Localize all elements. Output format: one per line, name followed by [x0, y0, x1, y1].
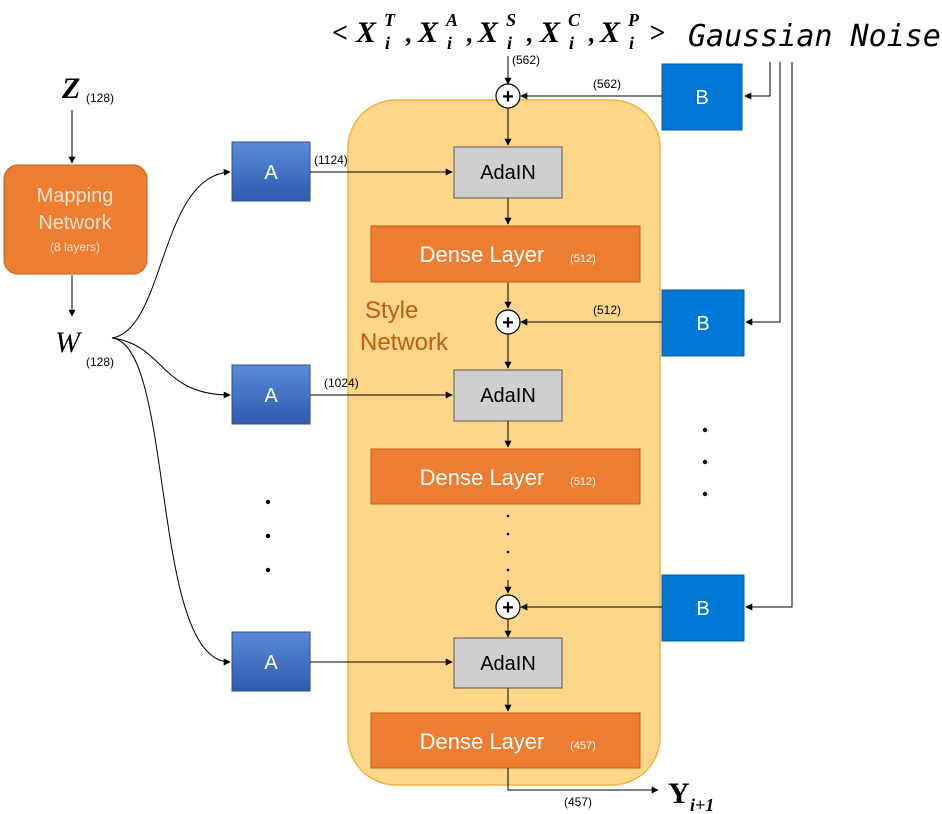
b1-dim: (562): [593, 77, 621, 91]
adain-block-3-label: AdaIN: [480, 653, 536, 675]
adain-block-1: AdaIN: [453, 146, 563, 199]
formula-term-2-sub: i: [447, 33, 452, 53]
z-symbol: Z: [61, 72, 80, 105]
w-to-a2-curve: [111, 337, 231, 399]
formula-sep-1: ,: [405, 19, 413, 48]
b2-dim: (512): [593, 303, 621, 317]
a-block-1: A: [231, 141, 311, 202]
b-block-3: B: [661, 574, 745, 642]
mapping-label-line2: Network: [38, 212, 112, 234]
adain-block-2-label: AdaIN: [480, 385, 536, 407]
b-block-2: B: [661, 289, 745, 357]
dense-layer-3: Dense Layer (457): [370, 712, 641, 769]
b-block-2-label: B: [696, 313, 709, 335]
a-block-3: A: [231, 631, 311, 692]
formula-term-5-sub: i: [629, 33, 634, 53]
z-dim: (128): [86, 91, 114, 105]
adain-block-2: AdaIN: [453, 369, 563, 422]
plus-node-3-symbol: +: [502, 597, 514, 619]
mapping-label-line3: (8 layers): [50, 240, 100, 254]
formula-term-1-base: X: [355, 16, 377, 49]
formula-sep-3: ,: [526, 19, 534, 48]
style-network-label-line2: Network: [360, 329, 449, 356]
formula-sep-2: ,: [466, 19, 474, 48]
dense-layer-2-label: Dense Layer: [420, 465, 545, 490]
gaussian-noise-label: Gaussian Noise: [688, 19, 941, 54]
formula-term-2-base: X: [417, 16, 439, 49]
a-block-2-label: A: [264, 385, 278, 407]
plus-node-3: +: [495, 594, 521, 620]
formula-term-5-base: X: [599, 16, 621, 49]
formula-term-3-sup: S: [506, 10, 516, 30]
a2-dim: (1024): [324, 376, 359, 390]
style-network-label-line1: Style: [365, 297, 418, 324]
output-subscript: i+1: [690, 795, 714, 814]
b-block-3-label: B: [696, 598, 709, 620]
b-ellipsis: [702, 427, 708, 497]
dense-layer-2-dim: (512): [570, 476, 596, 488]
w-label: W (128): [55, 326, 114, 369]
w-to-a1-curve: [111, 168, 231, 339]
output-dim: (457): [564, 795, 592, 809]
top-input-dim: (562): [512, 53, 540, 67]
w-to-a3-curve: [111, 337, 231, 666]
formula-term-4-sup: C: [568, 10, 581, 30]
formula-term-2-sup: A: [445, 10, 458, 30]
plus-node-1: +: [495, 83, 521, 109]
a-block-1-label: A: [264, 162, 278, 184]
b-block-1-label: B: [695, 87, 708, 109]
plus-node-1-symbol: +: [502, 86, 514, 108]
top-input-formula: < X T i , X A i , X S i , X C i , X P i …: [332, 10, 665, 53]
adain-block-1-label: AdaIN: [480, 162, 536, 184]
noise-routing-lines: [744, 62, 793, 611]
output-label: Y i+1: [668, 777, 714, 814]
formula-term-5-sup: P: [627, 10, 640, 30]
w-symbol: W: [55, 326, 83, 359]
plus-node-2-symbol: +: [502, 312, 514, 334]
a1-dim: (1124): [314, 153, 348, 167]
formula-term-3-sub: i: [507, 33, 512, 53]
a-block-2: A: [231, 364, 311, 425]
dense-layer-1-dim: (512): [570, 253, 596, 265]
formula-term-4-sub: i: [569, 33, 574, 53]
formula-term-4-base: X: [539, 16, 561, 49]
z-input-label: Z (128): [61, 72, 114, 105]
formula-sep-4: ,: [588, 19, 596, 48]
formula-term-3-base: X: [477, 16, 499, 49]
dense-layer-3-dim: (457): [570, 740, 596, 752]
a-ellipsis: [265, 499, 271, 573]
dense-layer-2: Dense Layer (512): [370, 448, 641, 505]
formula-term-1-sub: i: [385, 33, 390, 53]
output-symbol: Y: [668, 777, 690, 810]
mapping-label-line1: Mapping: [37, 185, 114, 207]
output-arrow: [507, 768, 659, 794]
formula-term-1-sup: T: [384, 10, 396, 30]
mapping-network-block: [3, 164, 148, 275]
dense-layer-3-label: Dense Layer: [420, 729, 545, 754]
adain-block-3: AdaIN: [453, 637, 563, 689]
layer-ellipsis: [506, 514, 510, 572]
dense-layer-1-label: Dense Layer: [420, 242, 545, 267]
formula-close-bracket: >: [649, 18, 665, 49]
formula-open-bracket: <: [332, 18, 348, 49]
a-block-3-label: A: [264, 652, 278, 674]
dense-layer-1: Dense Layer (512): [370, 225, 641, 283]
w-dim: (128): [86, 355, 114, 369]
plus-node-2: +: [495, 309, 521, 335]
b-block-1: B: [661, 63, 743, 131]
